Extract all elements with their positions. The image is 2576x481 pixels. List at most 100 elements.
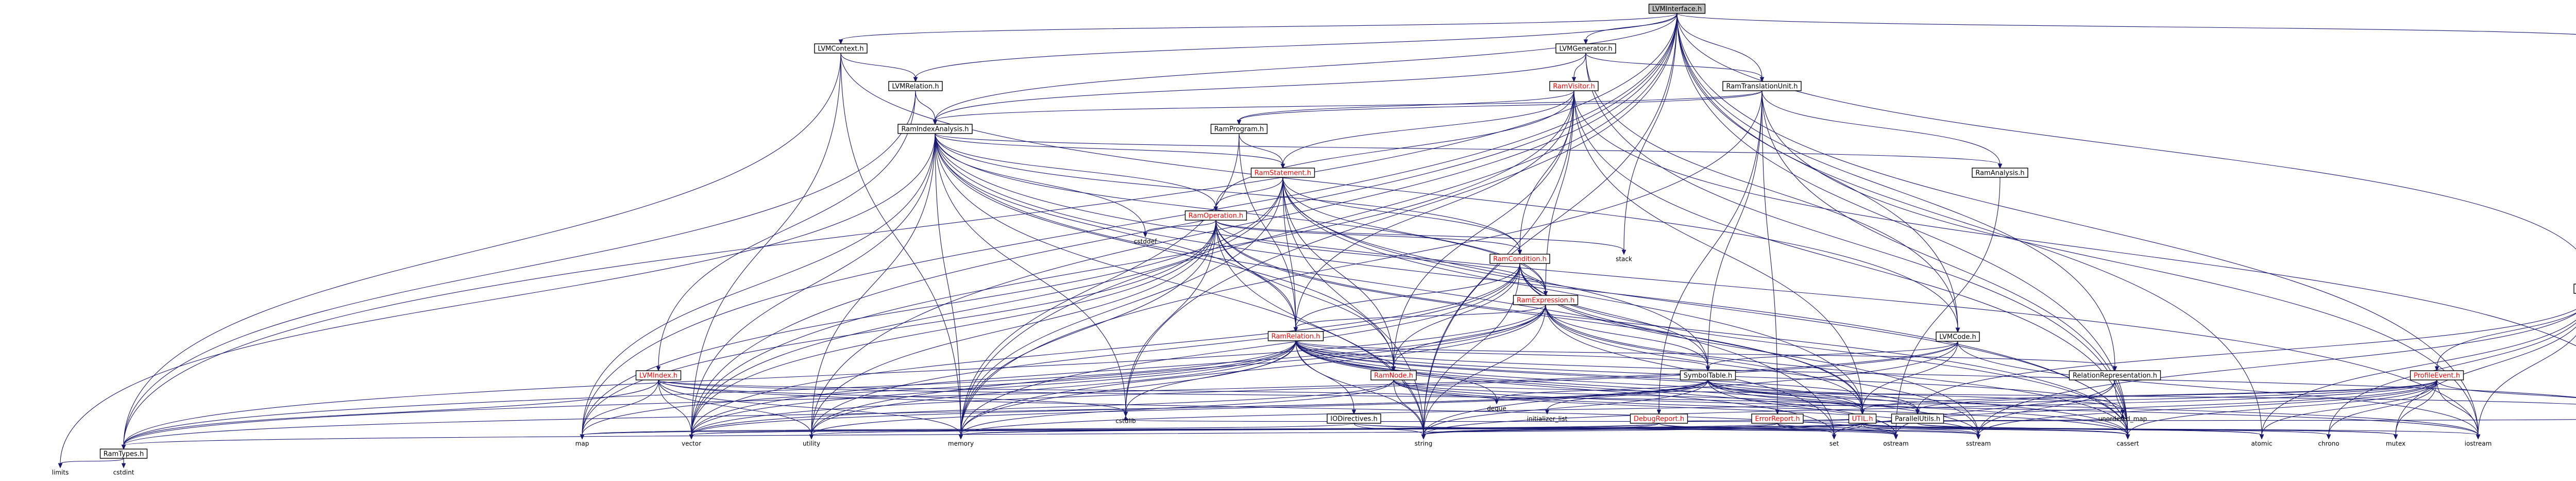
node-RamStatement[interactable]: RamStatement.h [1250, 168, 1315, 178]
edge-RamStatement-to-cassert [1282, 177, 2130, 440]
edge-RamVisitor-to-functional [1573, 90, 2576, 346]
edge-LVMInterface-to-string [1421, 13, 1677, 440]
edge-LVMContext-to-RamTypes [121, 53, 841, 450]
edge-LVMIndex-to-deque [658, 379, 1499, 405]
edge-Logger-to-sstream [1976, 313, 2576, 440]
node-IODirectives[interactable]: IODirectives.h [1327, 413, 1381, 424]
edge-RamVisitor-to-RamExpression [1543, 90, 1574, 296]
node-iostream: iostream [2465, 440, 2492, 447]
node-label: LVMInterface.h [1652, 6, 1702, 13]
node-LVMContext[interactable]: LVMContext.h [814, 43, 868, 54]
edge-ProfileEvent-to-mutex [2393, 379, 2437, 440]
edge-RamRelation-to-sstream [1295, 340, 1981, 440]
edge-UTIL-to-sstream [1862, 423, 1981, 440]
edge-LVMGenerator-to-RamIndexAnalysis [933, 53, 1586, 125]
node-limits: limits [52, 469, 69, 476]
edge-RamTranslationUnit-to-RamIndexAnalysis [933, 90, 1762, 125]
node-RamTypes[interactable]: RamTypes.h [99, 449, 148, 459]
edge-RamTranslationUnit-to-DebugReport [1656, 90, 1762, 415]
edge-LVMInterface-to-dlfcn [1676, 13, 2576, 35]
edge-LVMCode-to-RamTypes [121, 341, 1958, 450]
node-atomic: atomic [2251, 440, 2272, 447]
node-label: RelationRepresentation.h [2073, 372, 2157, 380]
node-label: RamProgram.h [1214, 126, 1264, 134]
node-RamProgram[interactable]: RamProgram.h [1210, 124, 1268, 134]
edge-RamAnalysis-to-ostream [1893, 177, 2001, 440]
edge-RamCondition-to-RamRelation [1293, 263, 1520, 333]
node-DebugReport[interactable]: DebugReport.h [1630, 413, 1688, 424]
edge-RamTypes-to-limits [58, 458, 124, 469]
node-LVMCode[interactable]: LVMCode.h [1936, 331, 1980, 342]
edge-LVMInterface-to-RelationRepresentation [1676, 13, 2117, 372]
edge-LVMInterface-to-LVMGenerator [1583, 13, 1677, 45]
node-RamRelation[interactable]: RamRelation.h [1267, 331, 1324, 341]
node-RamTranslationUnit[interactable]: RamTranslationUnit.h [1722, 81, 1802, 91]
node-label: ParallelUtils.h [1895, 416, 1940, 423]
node-chrono: chrono [2318, 440, 2339, 447]
node-RamCondition[interactable]: RamCondition.h [1489, 254, 1550, 264]
edge-RamOperation-to-RamRelation [1215, 220, 1298, 333]
node-LVMIndex[interactable]: LVMIndex.h [635, 370, 682, 380]
node-UTIL[interactable]: UTIL.h [1848, 413, 1877, 424]
edge-RamTranslationUnit-to-RamAnalysis [1761, 90, 2003, 169]
node-RamOperation[interactable]: RamOperation.h [1184, 210, 1247, 221]
edge-RamOperation-to-vector [689, 220, 1216, 440]
node-label: ErrorReport.h [1755, 416, 1800, 423]
edge-LVMInterface-to-map [580, 13, 1677, 440]
node-label: RamStatement.h [1255, 170, 1311, 177]
edge-LVMInterface-to-stack [1621, 13, 1677, 255]
node-label: RamOperation.h [1189, 212, 1243, 220]
node-set: set [1829, 440, 1839, 447]
edge-RamVisitor-to-cassert [1573, 90, 2130, 440]
node-utility: utility [803, 440, 820, 447]
node-ErrorReport[interactable]: ErrorReport.h [1751, 413, 1804, 424]
edge-UTIL-to-set [1832, 423, 1863, 440]
node-RamNode[interactable]: RamNode.h [1370, 370, 1417, 380]
edge-UTIL-to-functional [1862, 419, 2576, 424]
node-label: ostream [1883, 440, 1908, 447]
node-LVMRelation[interactable]: LVMRelation.h [888, 81, 943, 91]
edge-ParallelUtils-to-mutex [1917, 423, 2398, 440]
node-ParallelUtils[interactable]: ParallelUtils.h [1891, 413, 1944, 424]
node-RelationRepresentation[interactable]: RelationRepresentation.h [2069, 370, 2161, 380]
node-unordered_map: unordered_map [2098, 416, 2147, 423]
node-SymbolTable[interactable]: SymbolTable.h [1680, 370, 1736, 380]
edge-RamVisitor-to-RamNode [1391, 90, 1574, 372]
edge-LVMInterface-to-Logger [1676, 13, 2576, 250]
edge-UTIL-to-utility [809, 423, 1863, 440]
node-label: UTIL.h [1852, 416, 1873, 423]
node-label: stack [1616, 256, 1632, 263]
edge-LVMContext-to-LVMRelation [840, 53, 918, 82]
edge-Logger-to-atomic [2259, 320, 2576, 440]
edge-UTIL-to-iostream [1862, 423, 2481, 440]
node-label: DebugReport.h [1634, 416, 1684, 423]
node-LVMGenerator[interactable]: LVMGenerator.h [1555, 43, 1616, 54]
node-sstream: sstream [1966, 440, 1991, 447]
edge-LVMGenerator-to-RamTranslationUnit [1585, 53, 1765, 82]
edge-IODirectives-to-string [1353, 423, 1426, 440]
node-label: unordered_map [2098, 416, 2147, 423]
edge-UTIL-to-memory [958, 423, 1863, 440]
node-initializer_list: initializer_list [1527, 416, 1568, 423]
edge-LVMInterface-to-RamTranslationUnit [1676, 13, 1765, 82]
node-ProfileEvent[interactable]: ProfileEvent.h [2410, 370, 2464, 380]
edge-RamIndexAnalysis-to-map [580, 133, 936, 440]
node-ostream: ostream [1883, 440, 1908, 447]
node-vector: vector [682, 440, 701, 447]
edge-UTIL-to-cassert [1862, 423, 2130, 440]
node-RamIndexAnalysis[interactable]: RamIndexAnalysis.h [897, 124, 973, 134]
node-label: map [575, 440, 589, 447]
edge-RamNode-to-functional [1393, 379, 2576, 405]
node-Logger[interactable]: Logger.h [2573, 284, 2576, 294]
node-label: sstream [1966, 440, 1991, 447]
node-RamVisitor[interactable]: RamVisitor.h [1549, 81, 1599, 91]
node-label: RamIndexAnalysis.h [901, 126, 969, 134]
node-LVMInterface[interactable]: LVMInterface.h [1648, 4, 1706, 14]
edge-RamTypes-to-cstdint [121, 458, 126, 469]
edge-RamProgram-to-memory [958, 133, 1240, 440]
node-RamAnalysis[interactable]: RamAnalysis.h [1972, 168, 2028, 178]
edge-RamStatement-to-RamExpression [1282, 177, 1548, 296]
edge-UTIL-to-ostream [1862, 423, 1899, 440]
node-label: mutex [2386, 440, 2405, 447]
node-RamExpression[interactable]: RamExpression.h [1513, 295, 1579, 305]
